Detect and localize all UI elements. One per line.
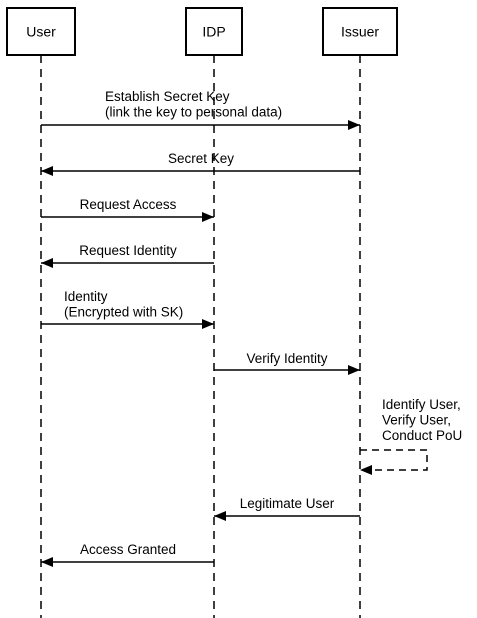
message-9: Access Granted (41, 542, 214, 567)
message-1: Establish Secret Key(link the key to per… (41, 89, 360, 130)
message-6: Verify Identity (214, 351, 360, 375)
actor-label-idp: IDP (202, 24, 225, 40)
message-label: (Encrypted with SK) (64, 305, 183, 320)
message-label: Establish Secret Key (105, 89, 230, 104)
message-label: (link the key to personal data) (105, 105, 282, 120)
actor-box-idp (185, 7, 243, 56)
message-label: Verify Identity (246, 351, 327, 366)
message-4: Request Identity (41, 243, 214, 268)
self-message-arrow (360, 449, 428, 475)
message-label: Legitimate User (240, 496, 335, 511)
message-label: Access Granted (80, 542, 176, 557)
message-7: Identify User,Verify User,Conduct PoU (360, 397, 462, 475)
message-label: Secret Key (168, 151, 234, 166)
message-label: Identity (64, 289, 108, 304)
message-label: Identify User, (382, 397, 461, 412)
message-label: Request Access (80, 197, 177, 212)
actor-label-issuer: Issuer (341, 24, 379, 40)
message-3: Request Access (41, 197, 214, 222)
actor-box-issuer (322, 7, 398, 56)
message-label: Verify User, (382, 413, 451, 428)
message-label: Request Identity (79, 243, 177, 258)
message-5: Identity(Encrypted with SK) (41, 289, 214, 329)
message-8: Legitimate User (214, 496, 360, 521)
message-label: Conduct PoU (382, 428, 462, 443)
message-2: Secret Key (41, 151, 360, 176)
actor-box-user (6, 7, 76, 56)
actor-label-user: User (26, 24, 56, 40)
